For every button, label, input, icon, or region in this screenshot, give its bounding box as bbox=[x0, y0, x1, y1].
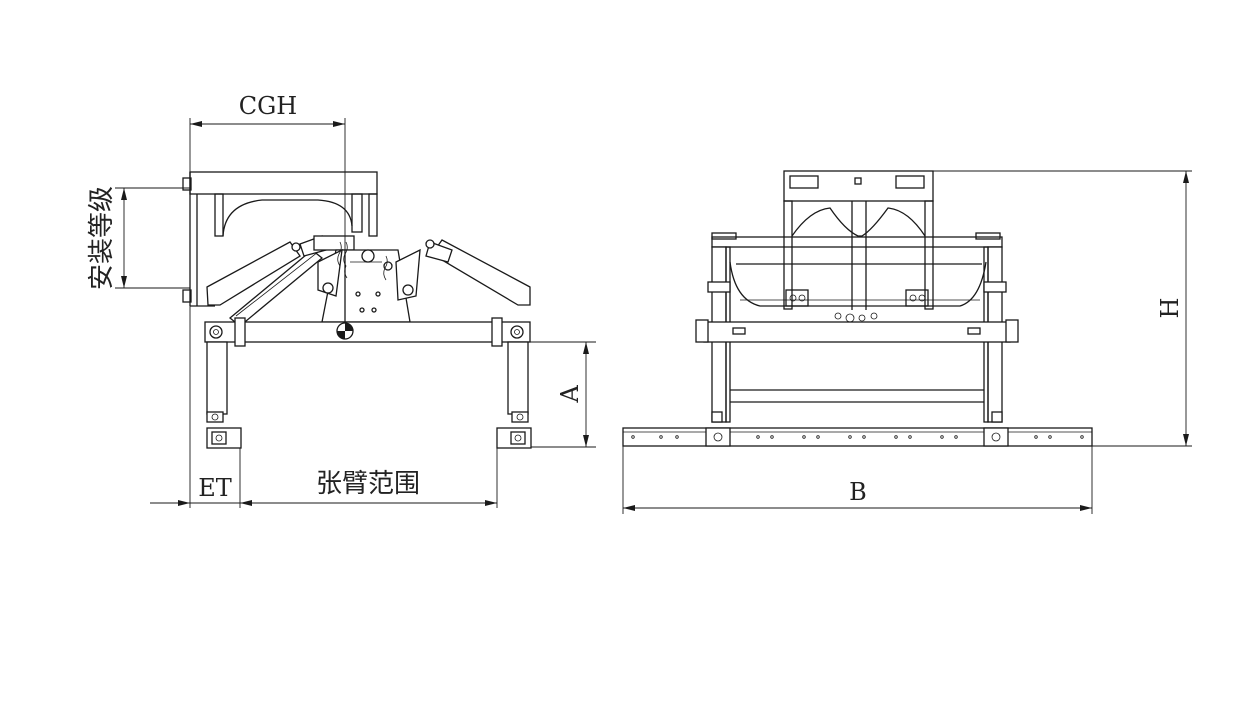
cgh-label: CGH bbox=[239, 92, 297, 120]
dimension-a: A bbox=[530, 341, 596, 448]
h-label: H bbox=[1156, 298, 1184, 319]
a-label: A bbox=[556, 385, 584, 404]
dimension-h: H bbox=[933, 170, 1192, 447]
support-legs bbox=[206, 341, 532, 449]
side-view: CGH 安装等级 A ET bbox=[87, 92, 596, 508]
dimension-et-arm-range: ET 张臂范围 bbox=[150, 306, 498, 508]
front-bottom-bar bbox=[622, 427, 1093, 447]
arm-range-label: 张臂范围 bbox=[316, 469, 420, 499]
arm-linkage bbox=[206, 235, 531, 340]
cross-beam bbox=[204, 317, 531, 347]
b-label: B bbox=[849, 478, 867, 506]
bottom-bar-holes bbox=[631, 435, 1084, 439]
front-cross-beam bbox=[695, 312, 1019, 343]
mounting-carriage bbox=[182, 171, 378, 307]
dimension-b: B bbox=[622, 446, 1093, 514]
front-carriage bbox=[783, 170, 934, 310]
front-upper-beam bbox=[711, 232, 1003, 307]
dimension-cgh: CGH bbox=[189, 92, 346, 250]
mount-class-label: 安装等级 bbox=[87, 186, 117, 290]
front-lower-rails bbox=[711, 389, 1003, 423]
front-view: H B bbox=[622, 170, 1192, 514]
et-label: ET bbox=[198, 474, 232, 502]
dimension-mount-class: 安装等级 bbox=[87, 186, 190, 290]
